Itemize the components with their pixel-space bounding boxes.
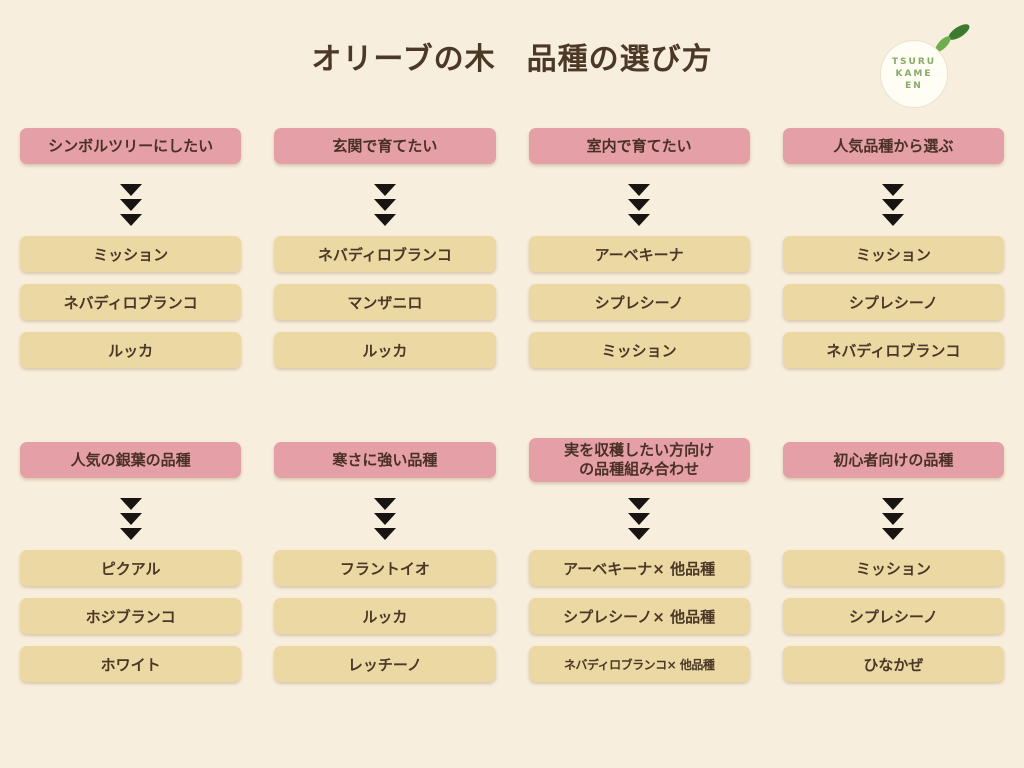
category-header: 室内で育てたい bbox=[528, 128, 750, 164]
down-arrow-icon bbox=[628, 498, 651, 510]
down-arrow-icon bbox=[628, 513, 651, 525]
down-arrow-icon bbox=[628, 184, 651, 196]
logo-text: EN bbox=[905, 80, 923, 91]
down-arrow-icon bbox=[628, 199, 651, 211]
variety-item: フラントイオ bbox=[274, 550, 496, 586]
decision-column-indoor: 室内で育てたい アーベキーナ シプレシーノ ミッション bbox=[528, 118, 750, 368]
down-arrow-icon bbox=[373, 184, 396, 196]
variety-item: ひなかぜ bbox=[782, 646, 1004, 682]
down-arrows-icon bbox=[783, 174, 1004, 236]
category-header: 人気の銀葉の品種 bbox=[20, 442, 242, 478]
down-arrows-icon bbox=[20, 488, 241, 550]
variety-item: ルッカ bbox=[20, 332, 242, 368]
decision-column-harvest-combo: 実を収穫したい方向け の品種組み合わせ アーベキーナ× 他品種 シプレシーノ× … bbox=[528, 432, 750, 682]
down-arrow-icon bbox=[882, 498, 905, 510]
down-arrow-icon bbox=[119, 528, 142, 540]
variety-item: シプレシーノ bbox=[528, 284, 750, 320]
down-arrow-icon bbox=[628, 528, 651, 540]
variety-item: ネバディロブランコ bbox=[274, 236, 496, 272]
down-arrow-icon bbox=[119, 513, 142, 525]
down-arrow-icon bbox=[119, 199, 142, 211]
down-arrow-icon bbox=[882, 528, 905, 540]
columns-grid: シンボルツリーにしたい ミッション ネバディロブランコ ルッカ 玄関で育てたい … bbox=[20, 118, 1004, 682]
variety-item: シプレシーノ× 他品種 bbox=[528, 598, 750, 634]
category-header: シンボルツリーにしたい bbox=[20, 128, 242, 164]
variety-item: ルッカ bbox=[274, 598, 496, 634]
variety-item: ホワイト bbox=[20, 646, 242, 682]
variety-item: ピクアル bbox=[20, 550, 242, 586]
decision-column-beginner: 初心者向けの品種 ミッション シプレシーノ ひなかぜ bbox=[782, 432, 1004, 682]
down-arrows-icon bbox=[20, 174, 241, 236]
decision-column-cold-hardy: 寒さに強い品種 フラントイオ ルッカ レッチーノ bbox=[274, 432, 496, 682]
down-arrow-icon bbox=[373, 214, 396, 226]
down-arrow-icon bbox=[373, 528, 396, 540]
down-arrow-icon bbox=[628, 214, 651, 226]
decision-column-silver-leaf: 人気の銀葉の品種 ピクアル ホジブランコ ホワイト bbox=[20, 432, 242, 682]
variety-item: ネバディロブランコ bbox=[20, 284, 242, 320]
down-arrows-icon bbox=[274, 488, 495, 550]
variety-item: ホジブランコ bbox=[20, 598, 242, 634]
category-header: 寒さに強い品種 bbox=[274, 442, 496, 478]
down-arrow-icon bbox=[882, 513, 905, 525]
variety-item: ミッション bbox=[528, 332, 750, 368]
down-arrow-icon bbox=[882, 184, 905, 196]
logo: TSURU KAME EN bbox=[880, 22, 972, 114]
page-title: オリーブの木 品種の選び方 bbox=[311, 42, 713, 77]
category-header: 玄関で育てたい bbox=[274, 128, 496, 164]
category-header: 人気品種から選ぶ bbox=[782, 128, 1004, 164]
down-arrow-icon bbox=[119, 498, 142, 510]
variety-item: ミッション bbox=[782, 550, 1004, 586]
variety-item: マンザニロ bbox=[274, 284, 496, 320]
logo-circle: TSURU KAME EN bbox=[880, 40, 948, 108]
variety-item: ミッション bbox=[782, 236, 1004, 272]
down-arrows-icon bbox=[274, 174, 495, 236]
category-header: 実を収穫したい方向け の品種組み合わせ bbox=[528, 438, 750, 482]
variety-item: レッチーノ bbox=[274, 646, 496, 682]
down-arrows-icon bbox=[783, 488, 1004, 550]
variety-item: ネバディロブランコ bbox=[782, 332, 1004, 368]
down-arrows-icon bbox=[529, 174, 750, 236]
down-arrow-icon bbox=[373, 498, 396, 510]
down-arrows-icon bbox=[529, 488, 750, 550]
variety-item: ミッション bbox=[20, 236, 242, 272]
decision-column-symbol-tree: シンボルツリーにしたい ミッション ネバディロブランコ ルッカ bbox=[20, 118, 242, 368]
variety-item: シプレシーノ bbox=[782, 284, 1004, 320]
down-arrow-icon bbox=[119, 214, 142, 226]
variety-item: シプレシーノ bbox=[782, 598, 1004, 634]
down-arrow-icon bbox=[373, 199, 396, 211]
variety-item: ルッカ bbox=[274, 332, 496, 368]
down-arrow-icon bbox=[119, 184, 142, 196]
decision-column-entrance: 玄関で育てたい ネバディロブランコ マンザニロ ルッカ bbox=[274, 118, 496, 368]
variety-item: ネバディロブランコ× 他品種 bbox=[528, 646, 750, 682]
down-arrow-icon bbox=[373, 513, 396, 525]
logo-text: TSURU bbox=[891, 56, 937, 67]
category-header: 初心者向けの品種 bbox=[782, 442, 1004, 478]
down-arrow-icon bbox=[882, 214, 905, 226]
decision-column-popular: 人気品種から選ぶ ミッション シプレシーノ ネバディロブランコ bbox=[782, 118, 1004, 368]
down-arrow-icon bbox=[882, 199, 905, 211]
logo-text: KAME bbox=[895, 68, 933, 79]
variety-item: アーベキーナ× 他品種 bbox=[528, 550, 750, 586]
variety-item: アーベキーナ bbox=[528, 236, 750, 272]
